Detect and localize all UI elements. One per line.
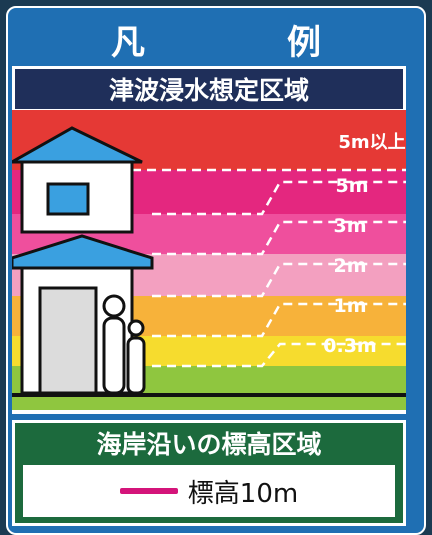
elevation-label: 標高10m <box>187 478 299 509</box>
label-5m: 5m <box>335 175 368 197</box>
tsunami-depth-illustration: 5m以上 5m 3m 2m 1m 0.3m <box>12 110 406 410</box>
label-1m: 1m <box>333 295 366 317</box>
ground-line <box>12 393 406 397</box>
depth-boundaries <box>102 168 406 368</box>
label-3m: 3m <box>333 215 366 237</box>
legend-title: 凡 例 <box>111 22 375 63</box>
elevation-legend-row: 標高10m <box>23 465 395 517</box>
tsunami-section-title: 津波浸水想定区域 <box>15 69 403 109</box>
elevation-section-title: 海岸沿いの標高区域 <box>96 430 322 459</box>
label-2m: 2m <box>333 255 366 277</box>
label-5m-plus: 5m以上 <box>338 132 405 153</box>
elevation-panel: 海岸沿いの標高区域 標高10m <box>12 420 406 526</box>
label-0.3m: 0.3m <box>323 335 376 357</box>
people-icon <box>102 294 146 395</box>
elevation-line-swatch <box>119 488 178 494</box>
